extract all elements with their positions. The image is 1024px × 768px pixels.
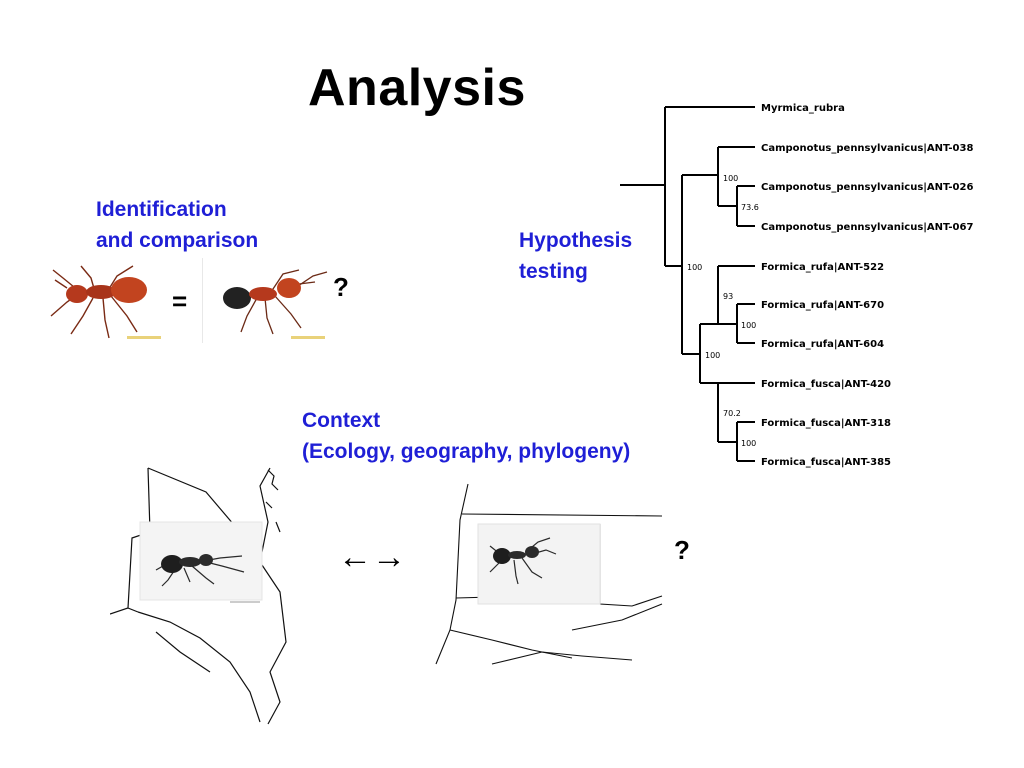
equals-sign: = — [172, 286, 188, 316]
support-value: 73.6 — [741, 203, 759, 212]
tree-branches — [620, 106, 755, 462]
tip-label: Camponotus_pennsylvanicus|ANT-038 — [761, 143, 973, 154]
support-value: 100 — [741, 321, 756, 330]
tip-label: Camponotus_pennsylvanicus|ANT-067 — [761, 222, 973, 233]
black-ant-icon — [489, 537, 557, 585]
identification-line2: and comparison — [96, 229, 259, 252]
phylogenetic-tree: Myrmica_rubra Camponotus_pennsylvanicus|… — [620, 103, 973, 468]
identification-heading: Identification and comparison — [96, 194, 258, 256]
tip-label: Myrmica_rubra — [761, 103, 845, 114]
support-value: 100 — [723, 174, 738, 183]
bicolor-ant-icon — [223, 269, 328, 335]
support-value: 100 — [687, 263, 702, 272]
red-ant-icon — [50, 265, 147, 339]
question-mark-top: ? — [333, 272, 349, 302]
context-line1: Context — [302, 409, 381, 432]
tip-label: Camponotus_pennsylvanicus|ANT-026 — [761, 182, 973, 193]
tree-support-values: 100 73.6 100 93 100 100 70.2 100 — [687, 174, 759, 448]
ant-photo-right — [202, 258, 338, 343]
photo-credit-strip — [127, 336, 161, 339]
hypothesis-line2: testing — [519, 260, 588, 283]
support-value: 70.2 — [723, 409, 741, 418]
context-heading: Context (Ecology, geography, phylogeny) — [302, 405, 630, 467]
black-ant-icon — [155, 554, 245, 587]
hypothesis-heading: Hypothesis testing — [519, 225, 632, 287]
support-value: 100 — [741, 439, 756, 448]
ontario-map — [110, 467, 287, 725]
question-mark-bottom: ? — [674, 535, 690, 565]
slide-title: Analysis — [308, 59, 526, 117]
northeast-map — [435, 483, 663, 665]
support-value: 93 — [723, 292, 733, 301]
bidirectional-arrow-icon: ←→ — [338, 538, 406, 576]
ant-photo-inset — [477, 523, 601, 605]
identification-line1: Identification — [96, 198, 227, 221]
tip-label: Formica_rufa|ANT-670 — [761, 300, 884, 311]
tip-label: Formica_fusca|ANT-318 — [761, 418, 891, 429]
context-line2: (Ecology, geography, phylogeny) — [302, 440, 631, 463]
tip-label: Formica_fusca|ANT-420 — [761, 379, 891, 390]
photo-credit-strip — [291, 336, 325, 339]
hypothesis-line1: Hypothesis — [519, 229, 633, 252]
tip-label: Formica_rufa|ANT-604 — [761, 339, 884, 350]
tree-tip-labels: Myrmica_rubra Camponotus_pennsylvanicus|… — [761, 103, 973, 468]
support-value: 100 — [705, 351, 720, 360]
ant-photo-left — [45, 258, 170, 343]
tip-label: Formica_fusca|ANT-385 — [761, 457, 891, 468]
tip-label: Formica_rufa|ANT-522 — [761, 262, 884, 273]
